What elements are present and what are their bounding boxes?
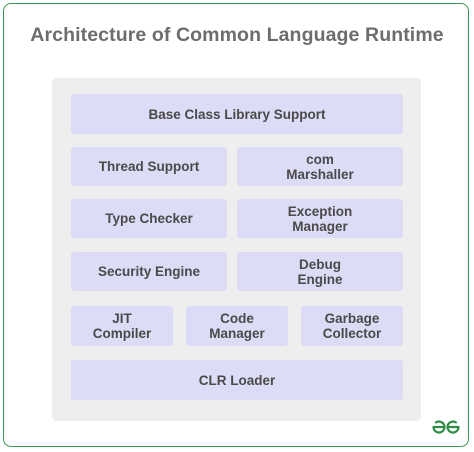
debug-engine-box: Debug Engine: [237, 252, 403, 291]
diagram-title: Architecture of Common Language Runtime: [30, 24, 444, 46]
security-engine-box: Security Engine: [71, 252, 227, 291]
clr-loader-box: CLR Loader: [71, 360, 403, 400]
geeksforgeeks-logo-icon: [432, 420, 460, 434]
com-marshaller-box: com Marshaller: [237, 147, 403, 186]
base-class-library-box: Base Class Library Support: [71, 94, 403, 134]
exception-manager-box: Exception Manager: [237, 199, 403, 238]
garbage-collector-box: Garbage Collector: [301, 306, 403, 346]
jit-compiler-box: JIT Compiler: [71, 306, 173, 346]
type-checker-box: Type Checker: [71, 199, 227, 238]
code-manager-box: Code Manager: [186, 306, 288, 346]
thread-support-box: Thread Support: [71, 147, 227, 186]
